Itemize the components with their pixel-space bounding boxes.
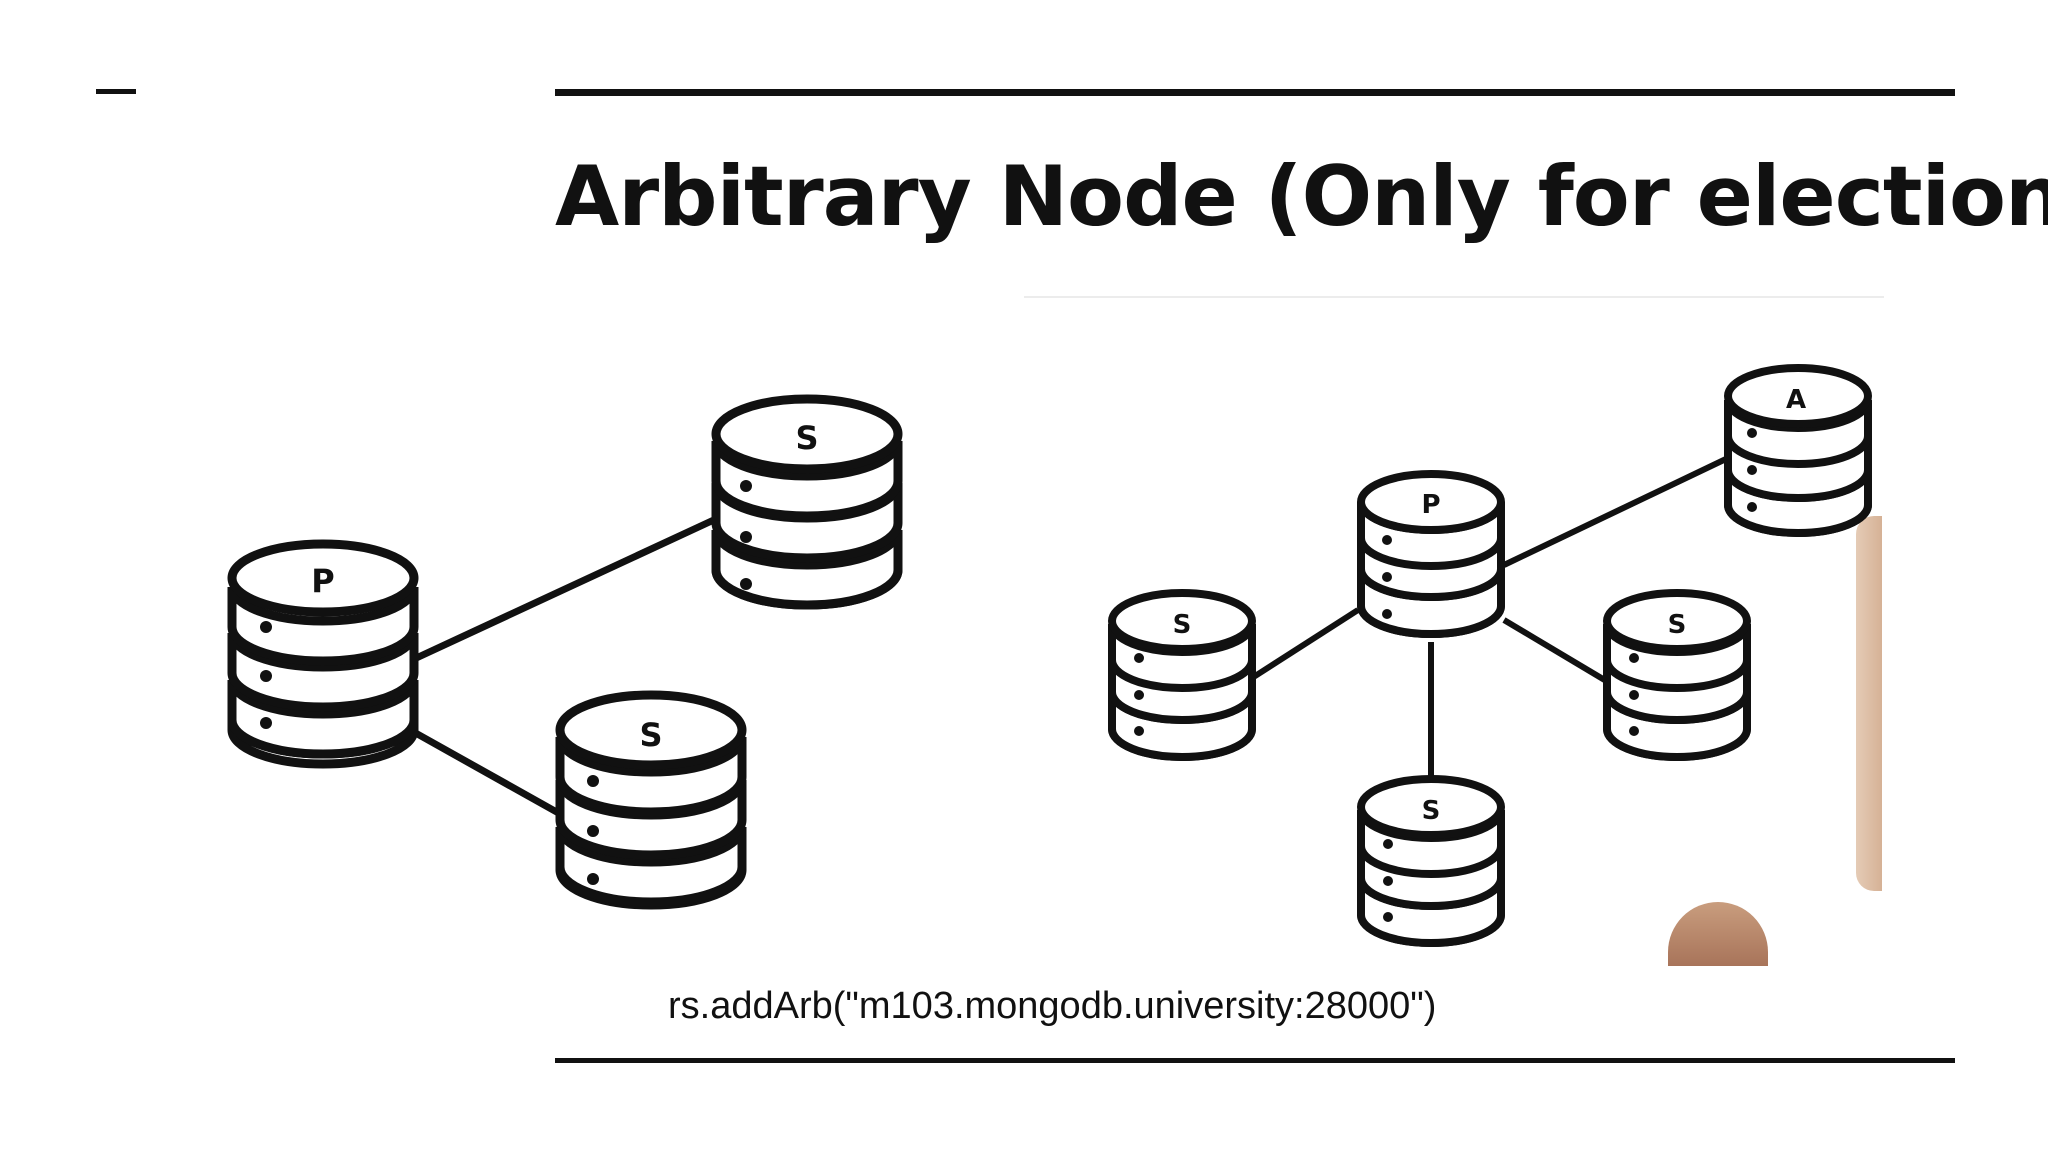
database-node-s2: S xyxy=(560,695,742,905)
node-label: S xyxy=(795,419,818,457)
database-node-s-bottom: S xyxy=(1361,779,1501,943)
replica-set-diagram-left: P S S xyxy=(170,360,928,962)
link-p-s-left xyxy=(1252,610,1358,678)
slide-corner-dash xyxy=(96,89,136,94)
slide-title: Arbitrary Node (Only for election) xyxy=(555,148,2048,245)
link-p-s-right xyxy=(1504,620,1608,682)
node-label: P xyxy=(1421,490,1440,520)
bottom-rule xyxy=(555,1058,1955,1063)
node-label: A xyxy=(1786,385,1806,415)
node-label: P xyxy=(311,562,334,600)
node-label: S xyxy=(1668,610,1687,640)
link-p-s2 xyxy=(412,731,562,815)
database-node-p: P xyxy=(1361,474,1501,634)
link-p-a xyxy=(1504,458,1728,565)
database-node-s1: S xyxy=(716,399,898,605)
node-label: S xyxy=(1173,610,1192,640)
database-node-s-left: S xyxy=(1112,593,1252,757)
database-node-a: A xyxy=(1728,368,1868,533)
database-node-p: P xyxy=(232,544,414,764)
node-label: S xyxy=(1422,796,1441,826)
database-node-s-right: S xyxy=(1607,593,1747,757)
replica-set-diagram-right: P A S xyxy=(1024,298,1880,962)
node-label: S xyxy=(639,716,662,754)
link-p-s1 xyxy=(412,518,718,660)
arbiter-command: rs.addArb("m103.mongodb.university:28000… xyxy=(668,985,1436,1028)
top-rule xyxy=(555,89,1955,96)
